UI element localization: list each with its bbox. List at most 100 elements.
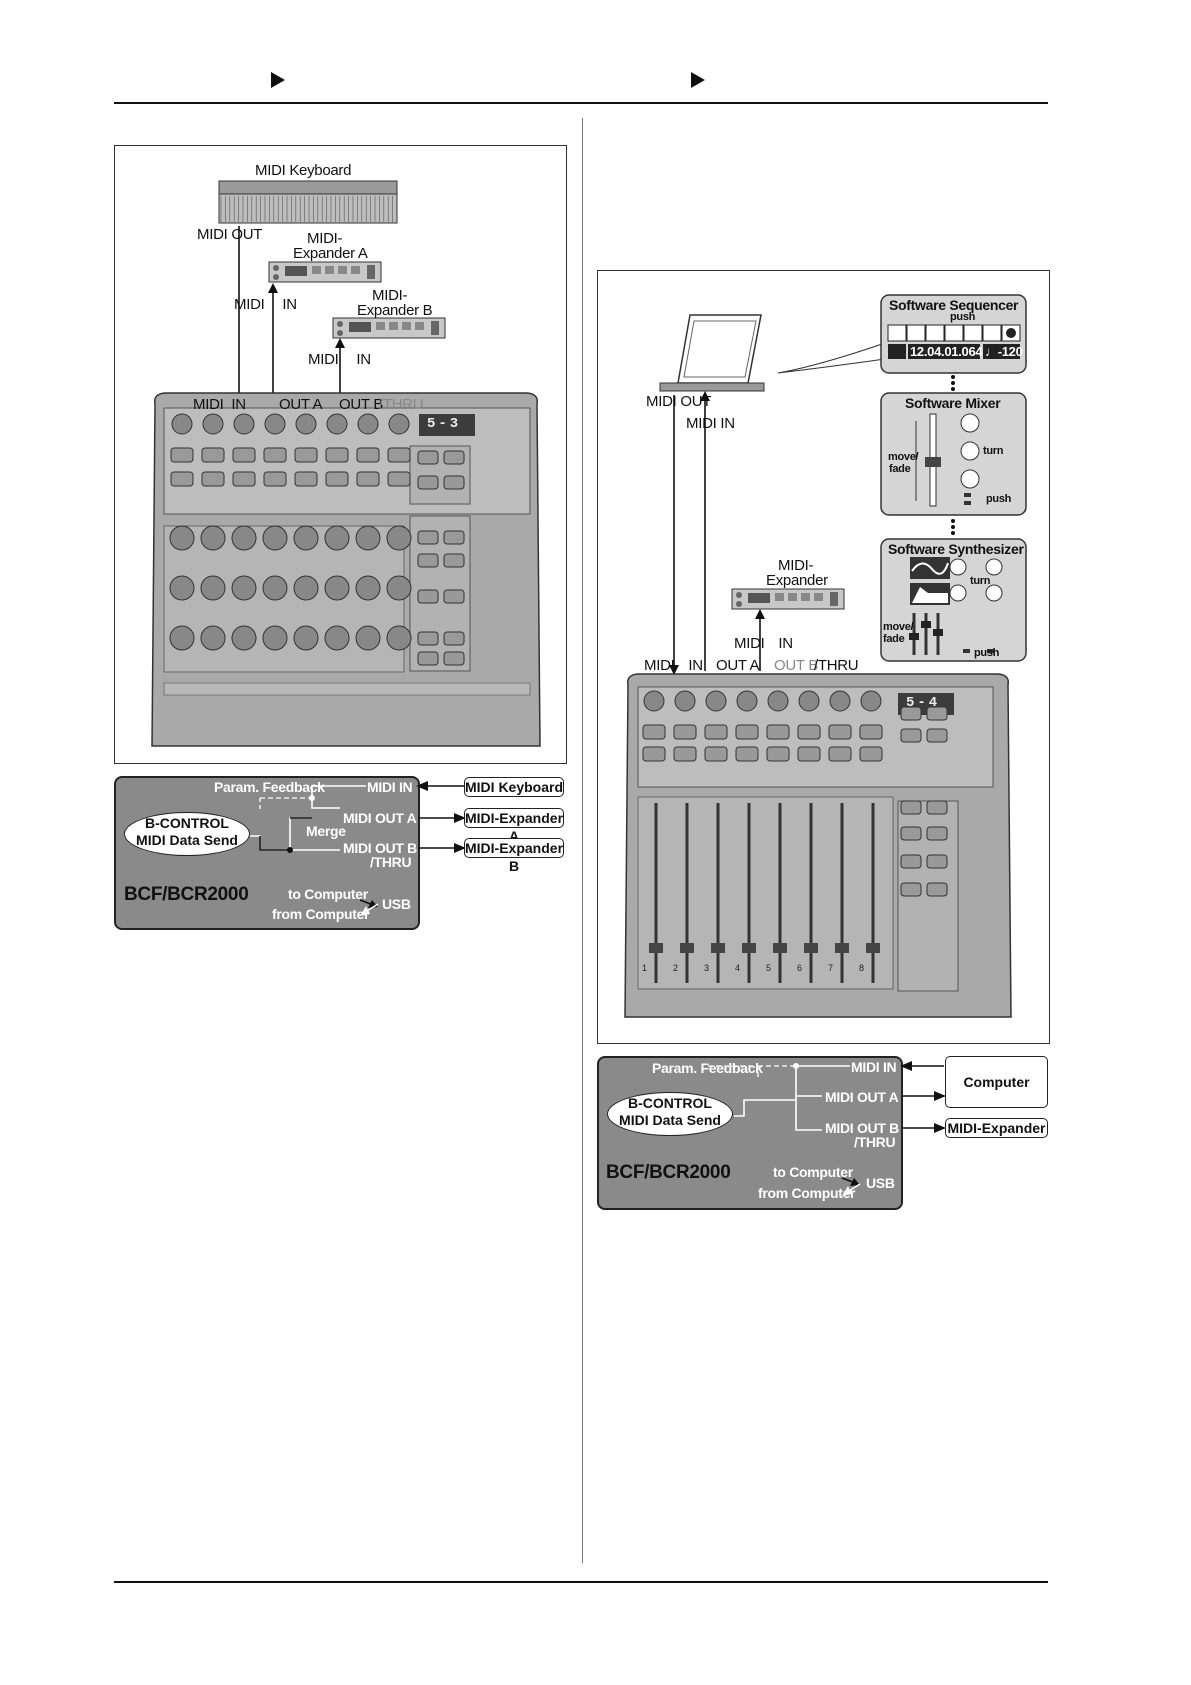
tag-midi-expander: MIDI-Expander: [945, 1118, 1048, 1138]
button-icon: [797, 746, 821, 762]
mixer-turn: turn: [983, 445, 1004, 457]
knob-icon: [386, 575, 412, 601]
knob-icon: [798, 690, 820, 712]
right-from-computer: from Computer: [758, 1185, 856, 1201]
fader-number: 4: [735, 963, 740, 973]
knob-icon: [643, 690, 665, 712]
left-thru: /THRU: [370, 854, 412, 870]
left-from-computer: from Computer: [272, 906, 370, 922]
knob-icon: [171, 413, 193, 435]
button-icon: [387, 447, 411, 463]
mixer-title: Software Mixer: [905, 395, 1001, 411]
button-icon: [417, 631, 439, 646]
right-expander-graphic: [731, 588, 845, 610]
button-icon: [170, 471, 194, 487]
button-icon: [325, 471, 349, 487]
left-diagram-frame: 5-3 MIDI Keyboard MIDI OUT MIDI- Expande…: [114, 145, 567, 764]
seq-title: Software Sequencer: [889, 297, 1019, 313]
knob-icon: [200, 525, 226, 551]
fader-cap: [711, 943, 725, 953]
fader-number: 2: [673, 963, 678, 973]
port-out-b: OUT B: [339, 396, 384, 413]
button-icon: [356, 447, 380, 463]
seq-push: push: [950, 311, 976, 323]
keyboard-label: MIDI Keyboard: [255, 162, 352, 179]
mixer-push: push: [986, 493, 1012, 505]
right-midi-in: MIDI IN: [851, 1059, 897, 1075]
fader-cap: [649, 943, 663, 953]
tag-midi-keyboard: MIDI Keyboard: [464, 777, 564, 797]
fader-cap: [835, 943, 849, 953]
button-icon: [201, 471, 225, 487]
button-icon: [900, 706, 922, 721]
fader-number: 8: [859, 963, 864, 973]
expander-a-label-1: MIDI-: [307, 230, 343, 247]
right-bcontrol-ellipse: B-CONTROL MIDI Data Send: [607, 1092, 733, 1136]
button-icon: [735, 746, 759, 762]
button-icon: [926, 728, 948, 743]
button-icon: [766, 746, 790, 762]
button-icon: [294, 447, 318, 463]
fader-cap: [680, 943, 694, 953]
right-to-computer: to Computer: [773, 1164, 853, 1180]
button-icon: [294, 471, 318, 487]
knob-icon: [169, 625, 195, 651]
knob-icon: [169, 575, 195, 601]
button-icon: [417, 589, 439, 604]
right-port-midi-in: MIDI IN: [644, 657, 703, 674]
right-expander-midi-in: MIDI IN: [734, 635, 793, 652]
mixer-move: move/: [888, 451, 919, 463]
port-midi-in: MIDI IN: [193, 396, 246, 413]
laptop-midi-out: MIDI OUT: [646, 393, 712, 410]
button-icon: [900, 800, 922, 815]
synth-panel: [880, 538, 1027, 662]
knob-icon: [355, 525, 381, 551]
button-icon: [232, 471, 256, 487]
knob-icon: [264, 413, 286, 435]
button-icon: [387, 471, 411, 487]
button-icon: [673, 746, 697, 762]
header-rule: [114, 102, 1048, 104]
button-icon: [417, 450, 439, 465]
fader-cap: [866, 943, 880, 953]
right-model: BCF/BCR2000: [606, 1162, 731, 1183]
button-icon: [704, 746, 728, 762]
knob-icon: [324, 625, 350, 651]
left-usb: USB: [382, 896, 411, 912]
knob-icon: [860, 690, 882, 712]
button-icon: [417, 530, 439, 545]
knob-icon: [326, 413, 348, 435]
button-icon: [443, 589, 465, 604]
knob-icon: [324, 525, 350, 551]
knob-icon: [386, 525, 412, 551]
header-arrow-left-icon: [271, 72, 285, 88]
button-icon: [859, 724, 883, 740]
button-icon: [900, 882, 922, 897]
bcr2000-device: [151, 392, 541, 747]
left-bcontrol-l1: B-CONTROL: [145, 815, 229, 831]
synth-turn: turn: [970, 575, 991, 587]
display-left: 5-3: [427, 416, 462, 432]
fader-cap: [773, 943, 787, 953]
right-expander-label-2: Expander: [766, 572, 828, 589]
button-icon: [356, 471, 380, 487]
button-icon: [900, 728, 922, 743]
button-icon: [926, 882, 948, 897]
right-expander-label-1: MIDI-: [778, 557, 814, 574]
left-param-feedback: Param. Feedback: [214, 779, 325, 795]
knob-icon: [233, 413, 255, 435]
button-icon: [766, 724, 790, 740]
right-midi-out-a: MIDI OUT A: [825, 1089, 899, 1105]
synth-move: move/: [883, 621, 914, 633]
knob-icon: [295, 413, 317, 435]
knob-icon: [262, 575, 288, 601]
button-icon: [797, 724, 821, 740]
button-icon: [704, 724, 728, 740]
midi-keyboard-graphic: [218, 180, 398, 224]
button-icon: [417, 475, 439, 490]
seq-position: 12.04.01.064: [910, 344, 983, 359]
button-icon: [443, 530, 465, 545]
button-icon: [926, 826, 948, 841]
